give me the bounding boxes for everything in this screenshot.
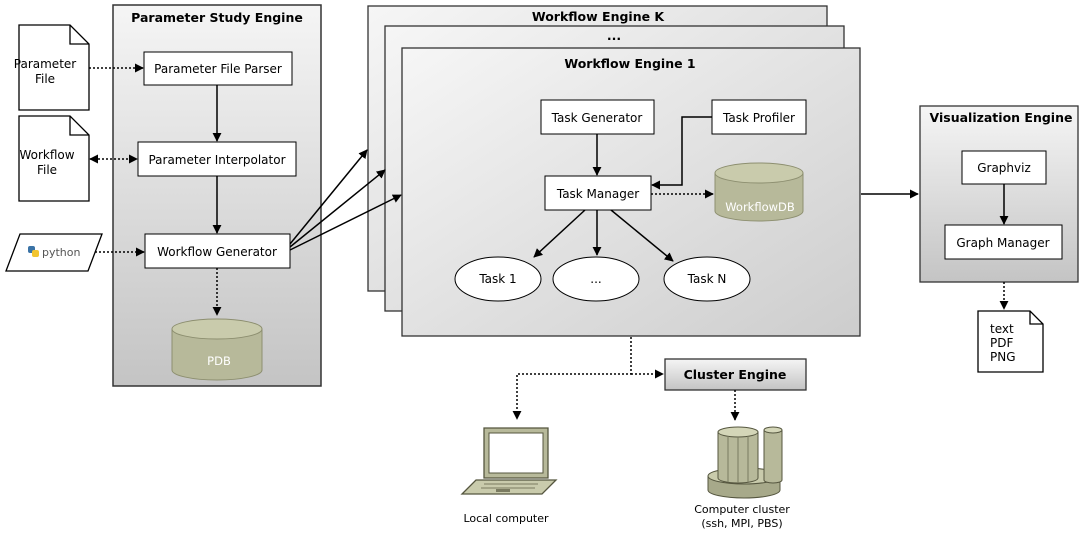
arrow-generator-to-engine-middle: [289, 169, 386, 248]
task-dots-node[interactable]: [552, 256, 640, 302]
arrow-generator-to-engine-1: [289, 194, 402, 251]
task-generator-label: Task Generator: [551, 111, 643, 125]
computer-cluster-icon: [707, 426, 783, 499]
task-profiler-box[interactable]: [711, 99, 807, 135]
workflow-engine-1-panel: Workflow Engine 1 Task Generator Task Pr…: [401, 47, 861, 337]
output-pdf-label: PDF: [990, 336, 1013, 350]
arrow-engine-to-local-computer: [512, 337, 632, 420]
graph-manager-label: Graph Manager: [956, 236, 1049, 250]
parameter-file-parser-label: Parameter File Parser: [154, 62, 282, 76]
task-manager-box[interactable]: [544, 175, 652, 211]
output-png-label: PNG: [990, 350, 1016, 364]
parameter-file-document[interactable]: Parameter File: [14, 24, 90, 111]
arrow-generator-to-engine-k: [289, 149, 368, 245]
workflow-file-document[interactable]: Workflow File: [18, 115, 90, 202]
output-files-document[interactable]: text PDF PNG: [977, 310, 1044, 373]
graphviz-box[interactable]: [961, 150, 1047, 185]
visualization-engine-panel: Visualization Engine Graphviz Graph Mana…: [919, 105, 1079, 283]
parameter-interpolator-box[interactable]: [137, 141, 297, 177]
parameter-file-label-1: Parameter: [14, 57, 76, 71]
parameter-file-label-2: File: [35, 72, 55, 86]
workflow-engine-k-title: Workflow Engine K: [532, 9, 666, 24]
workflow-generator-label: Workflow Generator: [157, 245, 277, 259]
task-1-node[interactable]: [454, 256, 542, 302]
arrow-taskmanager-to-taskn: [610, 209, 674, 262]
task-manager-label: Task Manager: [556, 187, 639, 201]
cluster-engine-title: Cluster Engine: [684, 367, 787, 382]
local-computer-label: Local computer: [463, 512, 549, 525]
python-logo-text: python: [42, 246, 81, 259]
task-n-node[interactable]: [663, 256, 751, 302]
parameter-interpolator-label: Parameter Interpolator: [148, 153, 285, 167]
workflow-file-label-2: File: [37, 163, 57, 177]
arrow-taskmanager-to-task1: [533, 209, 586, 258]
computer-cluster-label-1: Computer cluster: [694, 503, 790, 516]
parameter-study-engine-title: Parameter Study Engine: [131, 10, 303, 25]
laptop-icon: [460, 427, 558, 495]
workflow-generator-box[interactable]: [144, 233, 291, 269]
python-logo-icon: [28, 246, 39, 257]
pdb-label: PDB: [207, 354, 231, 368]
pdb-database-icon: [171, 318, 263, 381]
computer-cluster-label-2: (ssh, MPI, PBS): [701, 517, 782, 530]
visualization-engine-title: Visualization Engine: [930, 110, 1073, 125]
workflow-engine-middle-title: ...: [607, 28, 621, 43]
parameter-file-parser-box[interactable]: [143, 51, 293, 86]
workflow-file-label-1: Workflow: [19, 148, 74, 162]
workflowdb-database-icon: [714, 162, 804, 222]
arrow-profiler-to-taskmanager: [651, 116, 712, 190]
graphviz-label: Graphviz: [977, 161, 1031, 175]
task-1-label: Task 1: [478, 272, 516, 286]
workflow-engine-1-title: Workflow Engine 1: [564, 56, 695, 71]
parameter-study-engine-panel: Parameter Study Engine Parameter File Pa…: [112, 4, 322, 387]
cluster-engine-box[interactable]: Cluster Engine: [664, 358, 807, 391]
graph-manager-box[interactable]: [944, 224, 1063, 260]
output-text-label: text: [990, 322, 1014, 336]
workflowdb-label: WorkflowDB: [725, 200, 795, 214]
task-dots-label: ...: [590, 272, 601, 286]
python-script-parallelogram[interactable]: python: [5, 233, 103, 272]
task-profiler-label: Task Profiler: [722, 111, 795, 125]
task-n-label: Task N: [687, 272, 727, 286]
